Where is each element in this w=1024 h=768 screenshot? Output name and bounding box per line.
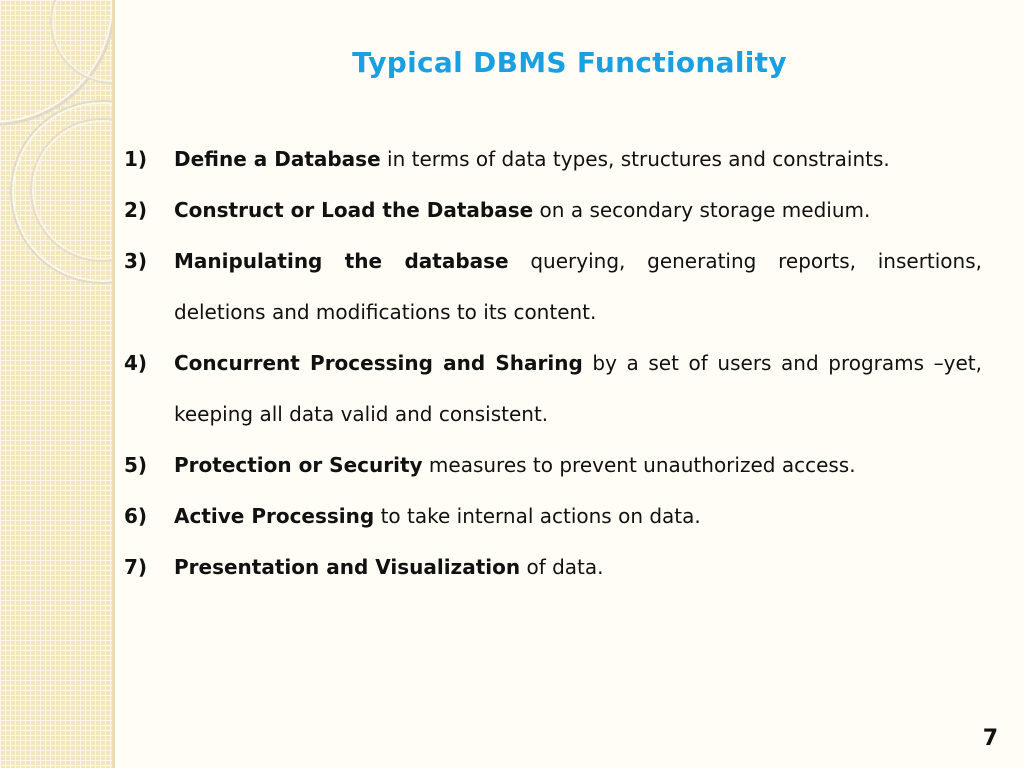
item-heading: Active Processing [174, 504, 375, 528]
item-number: 6) [124, 504, 148, 528]
item-heading: Protection or Security [174, 453, 423, 477]
item-description: in terms of data types, structures and c… [380, 147, 890, 171]
slide-title: Typical DBMS Functionality [352, 46, 787, 79]
item-heading: Define a Database [174, 147, 381, 171]
item-description: on a secondary storage medium. [533, 198, 871, 222]
item-heading: Concurrent Processing and Sharing [174, 351, 583, 375]
item-number: 2) [124, 198, 148, 222]
item-description: querying, generating reports, insertions… [174, 249, 982, 324]
item-number: 1) [124, 147, 148, 171]
item-text: Protection or Security measures to preve… [174, 440, 982, 491]
item-heading: Presentation and Visualization [174, 555, 521, 579]
list-item: 2) Construct or Load the Database on a s… [124, 185, 982, 236]
list-item: 5) Protection or Security measures to pr… [124, 440, 982, 491]
list-item: 1) Define a Database in terms of data ty… [124, 134, 982, 185]
item-text: Construct or Load the Database on a seco… [174, 185, 982, 236]
item-text: Define a Database in terms of data types… [174, 134, 982, 185]
list-item: 7) Presentation and Visualization of dat… [124, 542, 982, 593]
item-description: measures to prevent unauthorized access. [422, 453, 856, 477]
list-item: 3) Manipulating the database querying, g… [124, 236, 982, 338]
item-text: Manipulating the database querying, gene… [174, 236, 982, 338]
side-panel-edge [112, 0, 115, 768]
item-description: of data. [520, 555, 604, 579]
item-description: by a set of users and programs –yet, kee… [174, 351, 983, 426]
item-number: 4) [124, 351, 148, 375]
item-text: Active Processing to take internal actio… [174, 491, 982, 542]
item-description: to take internal actions on data. [374, 504, 701, 528]
page-number: 7 [982, 726, 998, 751]
list-item: 6) Active Processing to take internal ac… [124, 491, 982, 542]
list-item: 4) Concurrent Processing and Sharing by … [124, 338, 982, 440]
decorative-side-panel [0, 0, 112, 768]
item-number: 3) [124, 249, 148, 273]
item-number: 7) [124, 555, 148, 579]
item-number: 5) [124, 453, 148, 477]
item-text: Presentation and Visualization of data. [174, 542, 982, 593]
item-heading: Construct or Load the Database [174, 198, 534, 222]
functionality-list: 1) Define a Database in terms of data ty… [124, 134, 982, 593]
item-heading: Manipulating the database [174, 249, 509, 273]
item-text: Concurrent Processing and Sharing by a s… [174, 338, 982, 440]
